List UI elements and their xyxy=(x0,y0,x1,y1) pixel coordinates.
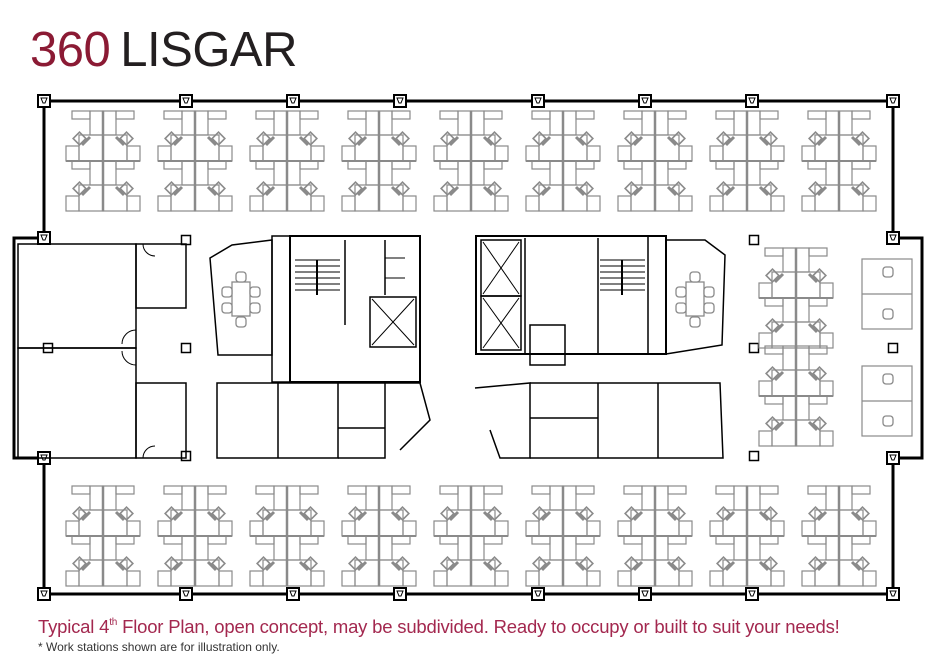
illustration-note: * Work stations shown are for illustrati… xyxy=(38,640,280,654)
left-perimeter-offices xyxy=(17,243,187,459)
caption-prefix: Typical 4 xyxy=(38,616,110,637)
left-core xyxy=(209,235,421,383)
right-meeting-room xyxy=(675,271,715,328)
title-name: LISGAR xyxy=(120,23,297,77)
bottom-workstation-row xyxy=(64,484,878,588)
caption-suffix: Floor Plan, open concept, may be subdivi… xyxy=(117,616,840,637)
right-workstation-cluster xyxy=(757,246,835,448)
interior-offices xyxy=(216,382,724,459)
title-number: 360 xyxy=(30,23,111,77)
right-core xyxy=(475,235,726,366)
top-workstation-row xyxy=(64,109,878,213)
left-meeting-room xyxy=(221,271,261,328)
floor-plan-caption: Typical 4th Floor Plan, open concept, ma… xyxy=(38,616,840,638)
right-edge-workstations xyxy=(861,258,913,437)
caption-superscript: th xyxy=(109,617,118,628)
